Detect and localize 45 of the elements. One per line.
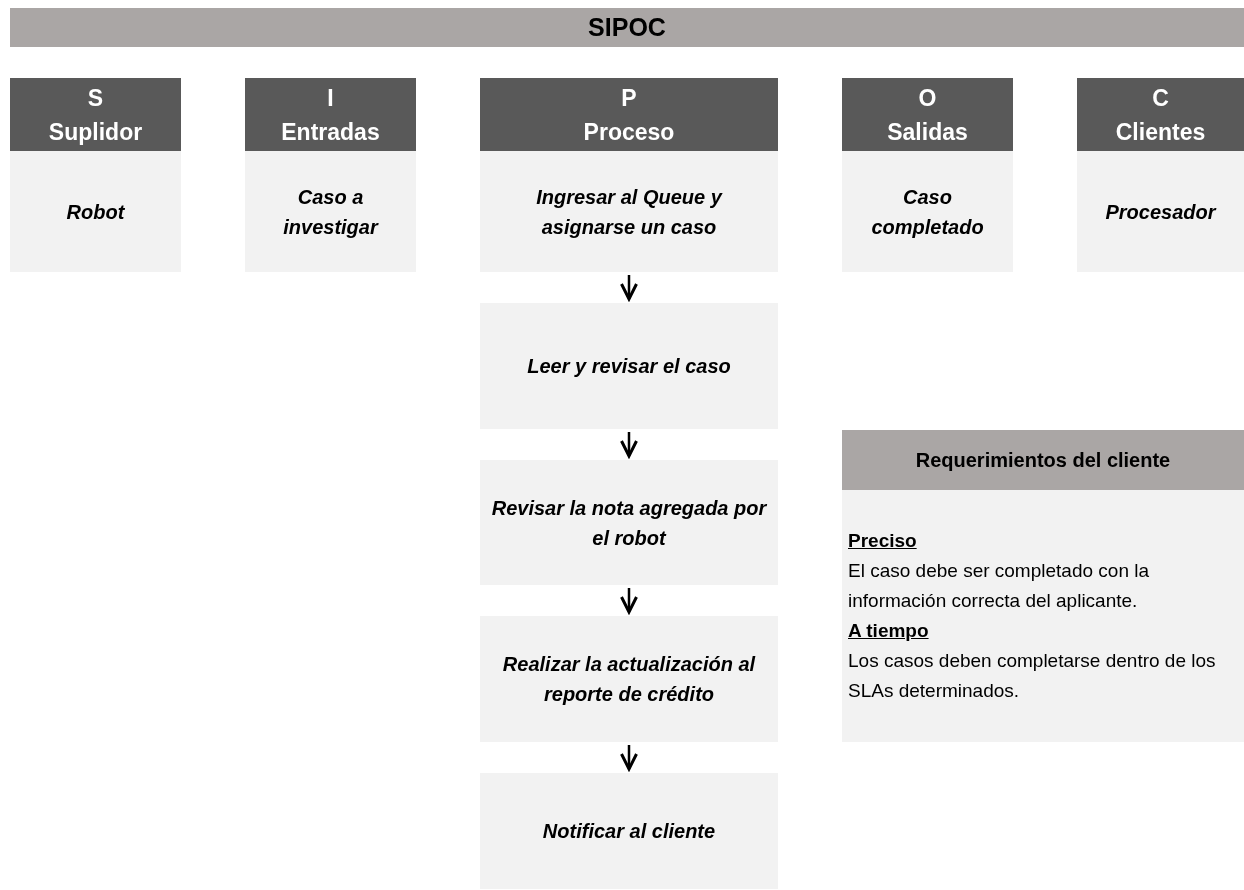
requirement-heading: A tiempo <box>848 619 929 643</box>
arrow <box>620 745 638 771</box>
step-text: Robot <box>66 199 125 225</box>
column-header <box>480 78 778 151</box>
column-heading: Proceso <box>583 117 675 147</box>
panel-heading: Requerimientos del cliente <box>915 448 1171 472</box>
column-heading: Salidas <box>887 117 968 147</box>
requirement-text: Los casos deben completarse dentro de los SLAs determinados. <box>848 649 1217 703</box>
column-letter: I <box>327 83 334 113</box>
column-letter: P <box>621 83 637 113</box>
step-text: Caso completado <box>870 184 985 240</box>
column-letter: S <box>87 83 104 113</box>
step-box <box>1077 151 1244 272</box>
column-heading: Entradas <box>281 117 380 147</box>
step-box <box>480 773 778 889</box>
requirements-header <box>842 430 1244 490</box>
step-box <box>842 151 1013 272</box>
step-box <box>10 151 181 272</box>
arrow <box>620 275 638 301</box>
column-header <box>1077 78 1244 151</box>
arrow <box>620 432 638 458</box>
step-text: Revisar la nota agregada por el robot <box>490 495 768 551</box>
column-header <box>842 78 1013 151</box>
step-box <box>480 616 778 742</box>
requirements-panel <box>842 490 1244 742</box>
column-header <box>10 78 181 151</box>
column-letter: C <box>1152 83 1169 113</box>
step-text: Notificar al cliente <box>542 819 716 844</box>
title-text: SIPOC <box>588 13 666 42</box>
step-text: Procesador <box>1105 199 1216 225</box>
requirement-heading: Preciso <box>848 529 917 553</box>
step-box <box>480 303 778 429</box>
step-text: Leer y revisar el caso <box>527 354 731 379</box>
column-heading: Suplidor <box>48 117 143 147</box>
column-letter: O <box>918 83 937 113</box>
step-box <box>245 151 416 272</box>
arrow <box>620 588 638 614</box>
step-box <box>480 460 778 585</box>
column-heading: Clientes <box>1115 117 1206 147</box>
column-header <box>245 78 416 151</box>
step-text: Caso a investigar <box>282 184 380 240</box>
step-text: Realizar la actualización al reporte de crédito <box>501 652 757 707</box>
requirement-text: El caso debe ser completado con la información correcta del aplicante. <box>848 559 1150 613</box>
step-box <box>480 151 778 272</box>
step-text: Ingresar al Queue y asignarse un caso <box>535 184 724 240</box>
